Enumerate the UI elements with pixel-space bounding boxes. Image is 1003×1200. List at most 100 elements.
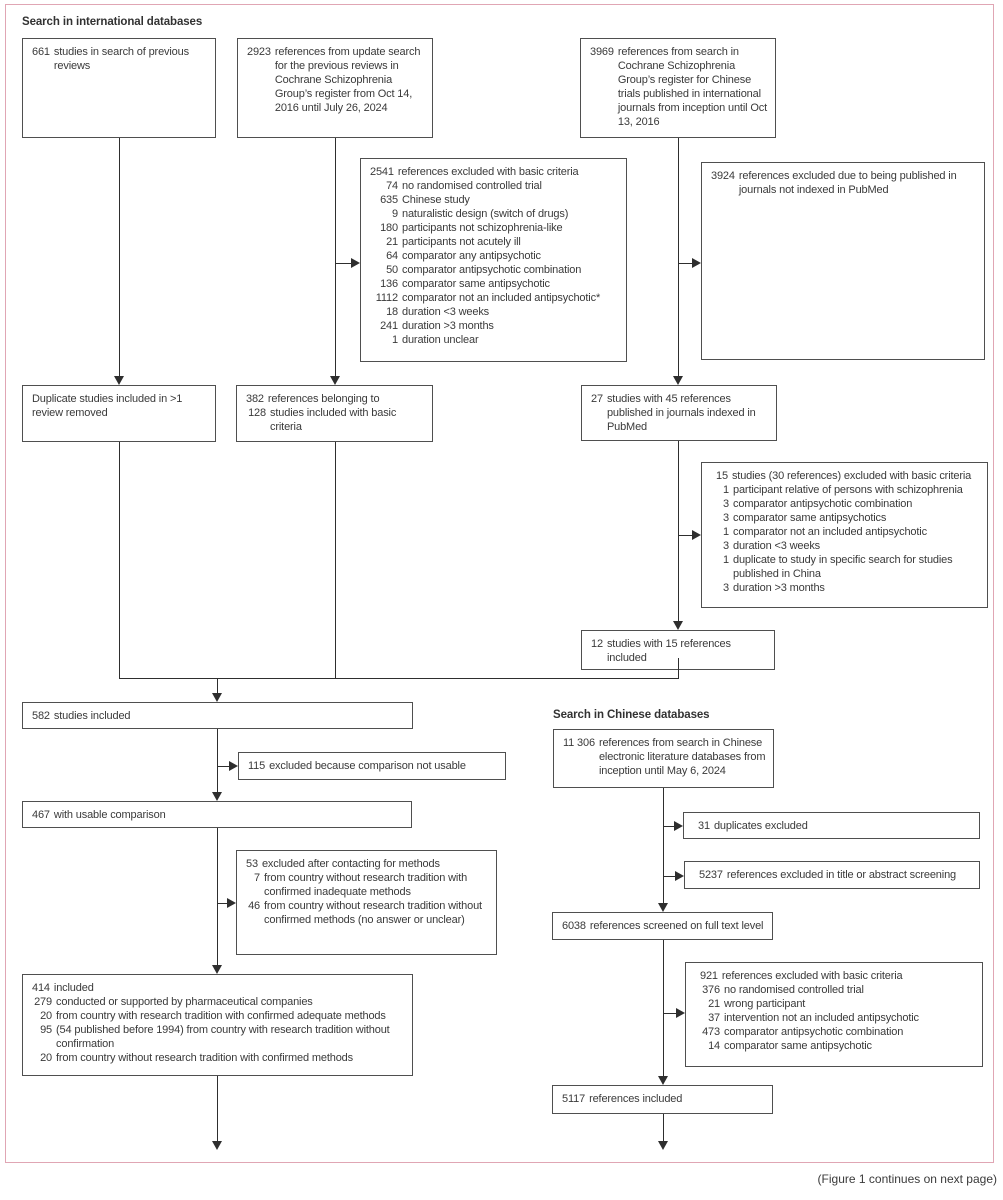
line-label: comparator same antipsychotic	[402, 278, 550, 290]
flow-box-line: 279 conducted or supported by pharmaceuti…	[32, 995, 410, 1009]
flow-box-line: 95(54 published before 1994) from countr…	[32, 1023, 410, 1051]
line-label: comparator antipsychotic combination	[402, 264, 582, 276]
connector-382-to-merge	[335, 442, 336, 679]
connector-661-to-duplicates	[119, 138, 120, 376]
flow-box-line: Duplicate studies included in >1 review …	[32, 392, 213, 420]
count-value: 1	[723, 526, 729, 538]
connector-3969-to-27	[678, 138, 679, 376]
arrowhead-into-467	[212, 792, 222, 801]
line-label: conducted or supported by pharmaceutical…	[56, 996, 313, 1008]
count-value: 6038	[562, 920, 586, 932]
line-label: comparator antipsychotic combination	[724, 1026, 904, 1038]
line-label: with usable comparison	[53, 809, 166, 821]
count-value: 661	[32, 46, 50, 58]
connector-branch-to-2541	[335, 263, 352, 264]
line-label: references included	[589, 1093, 683, 1105]
arrowhead-into-115	[229, 761, 238, 771]
line-label: studies with 45 references published in …	[606, 393, 756, 433]
line-label: excluded after contacting for methods	[261, 858, 440, 870]
count-value: 11 306	[563, 737, 595, 749]
line-label: comparator same antipsychotic	[724, 1040, 872, 1052]
line-label: Duplicate studies included in >1 review …	[32, 393, 183, 419]
line-label: studies with 15 references included	[606, 638, 731, 664]
line-label: no randomised controlled trial	[724, 984, 864, 996]
connector-27-to-12	[678, 441, 679, 622]
count-value: 64	[386, 250, 398, 262]
count-value: 27	[591, 393, 603, 405]
flow-box-line: 376 no randomised controlled trial	[700, 983, 980, 997]
count-value: 14	[708, 1040, 720, 1052]
count-value: 3924	[711, 170, 735, 182]
count-value: 50	[386, 264, 398, 276]
arrowhead-into-5237	[675, 871, 684, 881]
connector-merge-to-582	[217, 678, 218, 694]
line-label: references from search in Cochrane Schiz…	[617, 46, 767, 128]
count-value: 241	[380, 320, 398, 332]
count-value: 467	[32, 809, 50, 821]
connector-branch-to-15	[678, 535, 693, 536]
count-value: 15	[716, 470, 728, 482]
count-value: 128	[248, 407, 266, 419]
line-label: duplicates excluded	[713, 820, 808, 832]
connector-2923-to-382	[335, 138, 336, 376]
count-value: 9	[392, 208, 398, 220]
count-value: 3	[723, 498, 729, 510]
line-label: references excluded with basic criteria	[721, 970, 903, 982]
connector-6038-to-5117	[663, 940, 664, 1077]
count-value: 21	[708, 998, 720, 1010]
count-value: 7	[254, 872, 260, 884]
count-value: 473	[702, 1026, 720, 1038]
count-value: 635	[380, 194, 398, 206]
line-label: no randomised controlled trial	[402, 180, 542, 192]
count-value: 376	[702, 984, 720, 996]
connector-5117-continues	[663, 1114, 664, 1142]
count-value: 46	[248, 900, 260, 912]
line-label: studies in search of previous reviews	[53, 46, 189, 72]
line-label: participants not acutely ill	[402, 236, 521, 248]
line-label: included	[53, 982, 94, 994]
line-label: comparator same antipsychotics	[733, 512, 887, 524]
line-label: comparator any antipsychotic	[402, 250, 541, 262]
arrowhead-into-53	[227, 898, 236, 908]
section-label-chinese: Search in Chinese databases	[553, 709, 710, 721]
line-label: comparator not an included antipsychotic…	[402, 292, 601, 304]
count-value: 382	[246, 393, 264, 405]
count-value: 136	[380, 278, 398, 290]
line-label: participant relative of persons with sch…	[733, 484, 963, 496]
count-value: 95	[40, 1024, 52, 1036]
count-value: 1	[723, 554, 729, 566]
line-label: comparator antipsychotic combination	[733, 498, 913, 510]
count-value: 3	[723, 540, 729, 552]
count-value: 279	[34, 996, 52, 1008]
connector-branch-to-921	[663, 1013, 677, 1014]
line-label: from country without research tradition …	[264, 900, 482, 926]
arrowhead-into-921	[676, 1008, 685, 1018]
line-label: intervention not an included antipsychot…	[724, 1012, 919, 1024]
line-label: duration >3 months	[402, 320, 494, 332]
connector-582-to-467	[217, 729, 218, 793]
